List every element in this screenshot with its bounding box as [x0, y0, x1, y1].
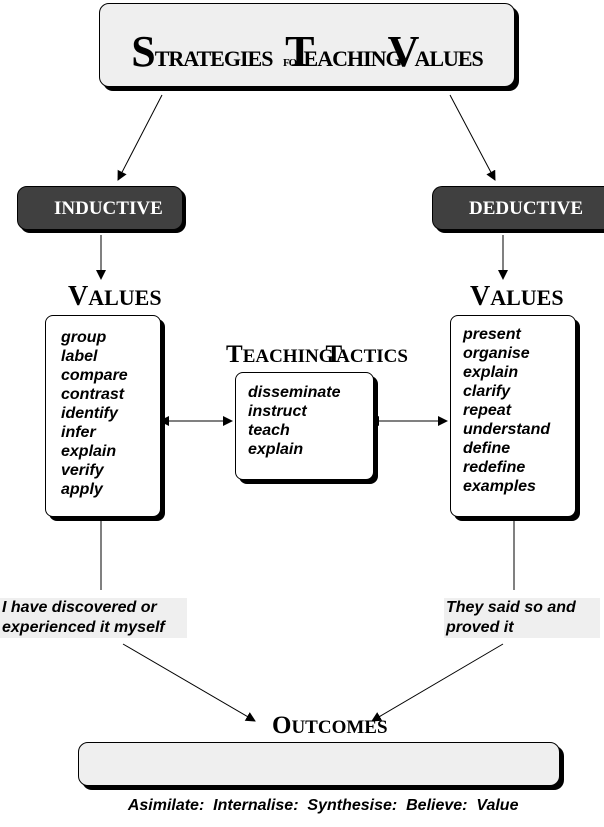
list-item: verify [61, 462, 104, 479]
arrow-right-note-to-outcomes [371, 643, 504, 722]
arrow-title-to-deductive [449, 94, 496, 181]
list-item: explain [61, 443, 117, 460]
list-item: explain [248, 441, 304, 458]
list-item: repeat [463, 402, 512, 419]
deductive-note: They said so and proved it [444, 598, 600, 638]
deductive-values-box: present organise explain clarify repeat … [450, 315, 576, 517]
teaching-tactics-box: disseminate instruct teach explain [235, 372, 374, 480]
list-item: compare [61, 367, 128, 384]
list-item: disseminate [248, 384, 341, 401]
left-values-heading: VALUES [68, 281, 162, 312]
list-item: label [61, 348, 98, 365]
arrow-left-note-to-outcomes [122, 643, 256, 722]
inductive-values-box: group label compare contrast identify in… [45, 315, 161, 517]
list-item: apply [61, 481, 103, 498]
right-values-heading: VALUES [470, 281, 564, 312]
list-item: contrast [61, 386, 125, 403]
list-item: explain [463, 364, 519, 381]
list-item: redefine [463, 459, 526, 476]
list-item: define [463, 440, 511, 457]
outcomes-box: Asimilate: Internalise: Synthesise: Beli… [78, 742, 560, 814]
list-item: group [61, 329, 107, 346]
inductive-note: I have discovered or experienced it myse… [0, 598, 187, 638]
diagram-title: STRATEGIES FORTEACHINGVALUES [131, 27, 484, 76]
deductive-values-list: present organise explain clarify repeat … [451, 316, 575, 496]
inductive-values-list: group label compare contrast identify in… [46, 316, 160, 499]
list-item: clarify [463, 383, 511, 400]
list-item: instruct [248, 403, 307, 420]
list-item: identify [61, 405, 118, 422]
list-item: organise [463, 345, 530, 362]
inductive-box: INDUCTIVE [17, 186, 183, 230]
deductive-box: DEDUCTIVE [432, 186, 604, 230]
list-item: present [463, 326, 521, 343]
title-box: STRATEGIES FORTEACHINGVALUES [99, 3, 515, 87]
connector-lines [96, 94, 515, 722]
list-item: infer [61, 424, 96, 441]
list-item: teach [248, 422, 290, 439]
list-item: examples [463, 478, 536, 495]
teaching-tactics-heading: TEACHINGTACTICS [226, 341, 408, 368]
teaching-tactics-list: disseminate instruct teach explain [236, 373, 373, 459]
list-item: understand [463, 421, 551, 438]
outcomes-heading: OUTCOMES [272, 712, 388, 739]
arrow-title-to-inductive [117, 94, 163, 181]
